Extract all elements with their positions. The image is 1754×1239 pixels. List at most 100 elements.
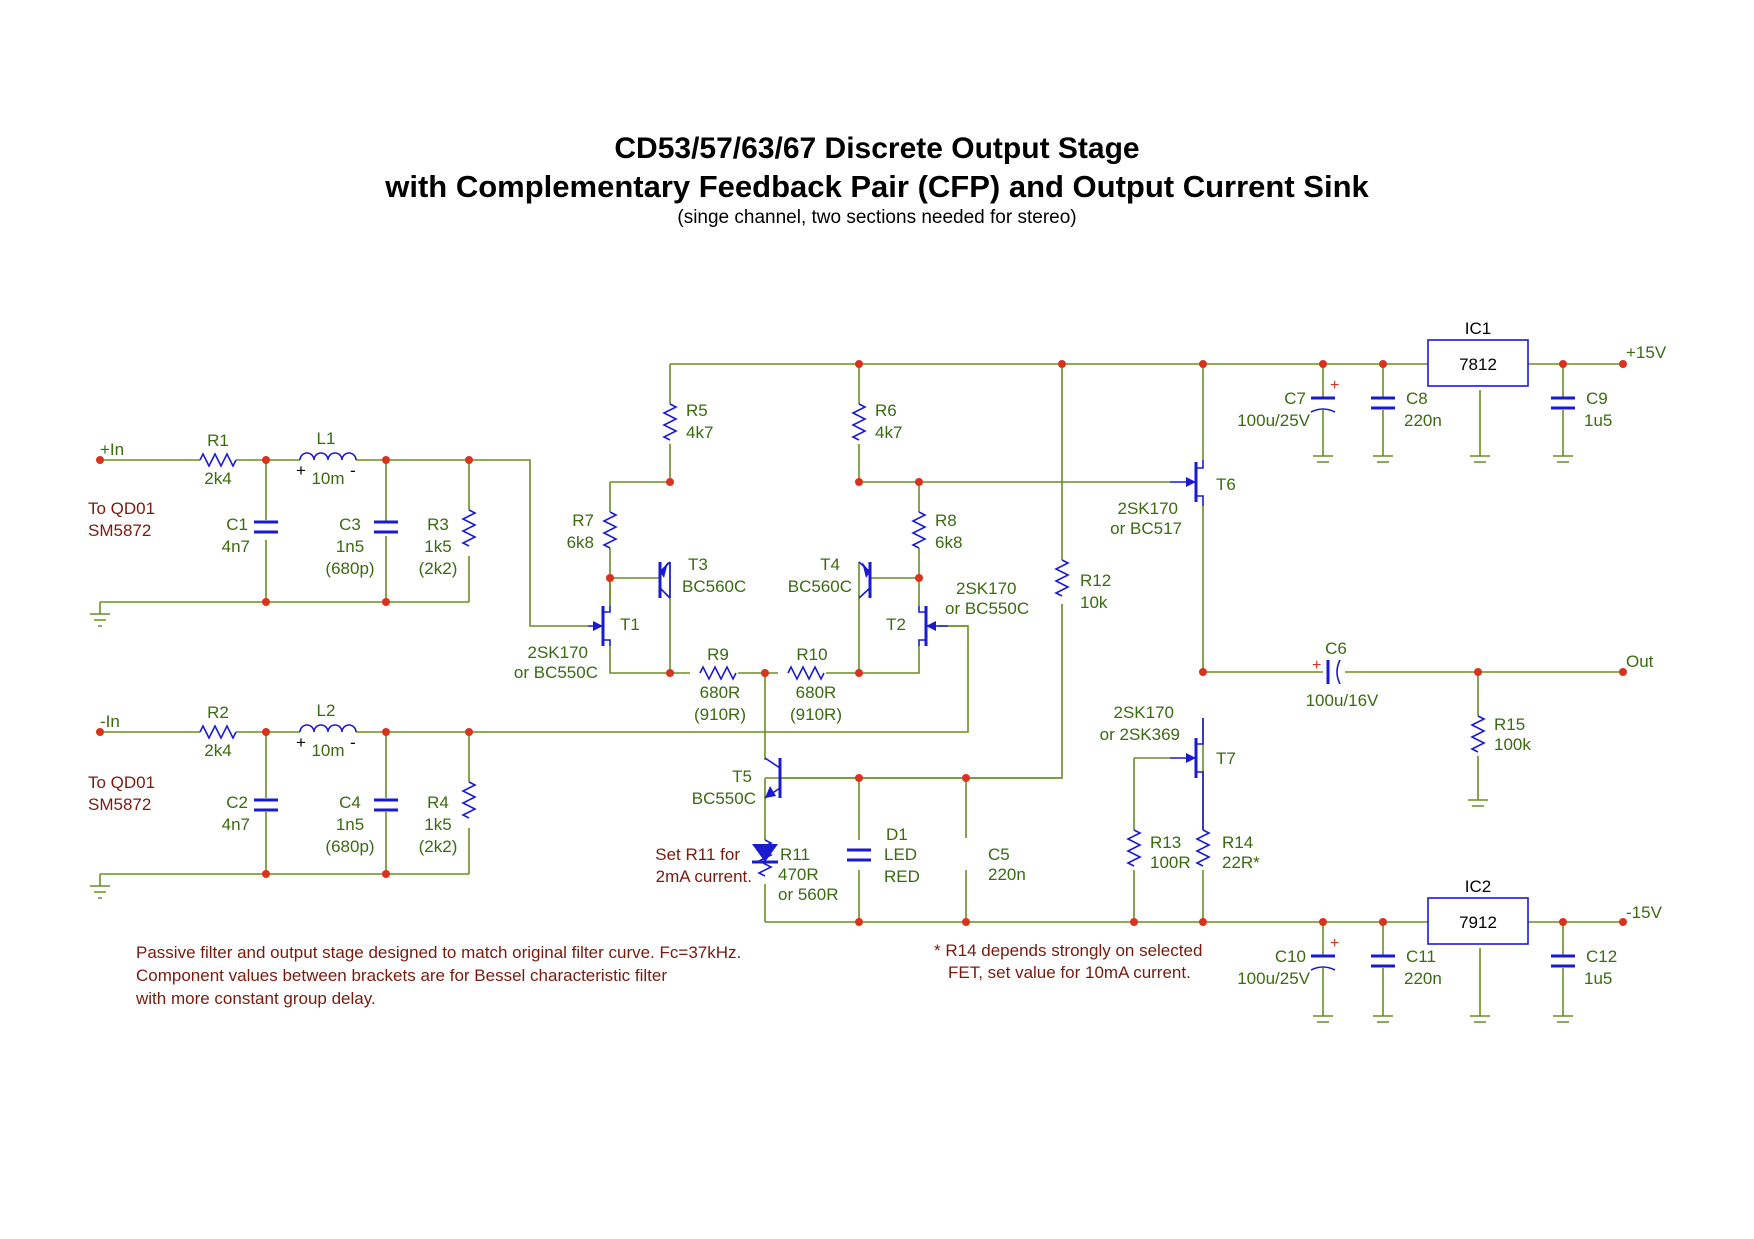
c3-alt: (680p) (325, 559, 374, 578)
r13-value: 100R (1150, 853, 1191, 872)
notes: Set R11 for 2mA current. Passive filter … (135, 845, 1202, 1008)
l2-name: L2 (317, 701, 336, 720)
r10-alt: (910R) (790, 705, 842, 724)
c6-value: 100u/16V (1306, 691, 1379, 710)
r10-symbol (787, 665, 825, 681)
l2-value: 10m (311, 741, 344, 760)
svg-text:+: + (296, 461, 306, 480)
r2-name: R2 (207, 703, 229, 722)
c3-name: C3 (339, 515, 361, 534)
t3-name: T3 (688, 555, 708, 574)
r13-name: R13 (1150, 833, 1181, 852)
r3-value: 1k5 (424, 537, 451, 556)
r11-name: R11 (780, 845, 810, 864)
r11-note-line1: Set R11 for (655, 845, 740, 864)
r5-value: 4k7 (686, 423, 713, 442)
c5-value: 220n (988, 865, 1026, 884)
c7-name: C7 (1284, 389, 1306, 408)
r13-symbol (1126, 829, 1142, 867)
r5-name: R5 (686, 401, 708, 420)
r7-name: R7 (572, 511, 594, 530)
t6-name: T6 (1216, 475, 1236, 494)
t5-type: BC550C (692, 789, 756, 808)
r12-name: R12 (1080, 571, 1111, 590)
wires (99, 363, 1623, 1016)
c4-name: C4 (339, 793, 361, 812)
source2-line1: To QD01 (88, 773, 155, 792)
t5-symbol (764, 757, 782, 799)
r14-value: 22R* (1222, 853, 1260, 872)
source1-line1: To QD01 (88, 499, 155, 518)
capacitors: + + + (254, 377, 1575, 971)
svg-text:+: + (1330, 935, 1339, 952)
r4-name: R4 (427, 793, 449, 812)
c10-value: 100u/25V (1237, 969, 1310, 988)
c11-name: C11 (1406, 947, 1436, 966)
net-label-pos-in: +In (100, 440, 124, 459)
r15-symbol (1470, 715, 1486, 753)
r10-value: 680R (796, 683, 837, 702)
c12-value: 1u5 (1584, 969, 1612, 988)
net-label-vneg: -15V (1626, 903, 1663, 922)
c12-name: C12 (1586, 947, 1617, 966)
l2-symbol (299, 724, 357, 733)
r14-name: R14 (1222, 833, 1253, 852)
t2-name: T2 (886, 615, 906, 634)
c3-value: 1n5 (336, 537, 364, 556)
c2-value: 4n7 (222, 815, 250, 834)
ic2-box (1427, 897, 1529, 945)
r2-symbol (199, 724, 237, 740)
component-labels: R1 2k4 R2 2k4 L1 10m L2 10m C1 4n7 C2 4n… (204, 319, 1617, 988)
l1-value: 10m (311, 469, 344, 488)
r6-symbol (851, 403, 867, 441)
r4-symbol (461, 781, 477, 819)
c8-name: C8 (1406, 389, 1428, 408)
ground-symbols (90, 455, 1573, 1023)
t6-type1: 2SK170 (1118, 499, 1179, 518)
c11-value: 220n (1404, 969, 1442, 988)
r14-note-line1: * R14 depends strongly on selected (934, 941, 1202, 960)
c4-symbol (374, 798, 398, 812)
c10-name: C10 (1275, 947, 1306, 966)
r4-value: 1k5 (424, 815, 451, 834)
filter-note-line2: Component values between brackets are fo… (136, 966, 667, 985)
r5-symbol (662, 403, 678, 441)
r12-symbol (1054, 559, 1070, 597)
r4-alt: (2k2) (419, 837, 458, 856)
r8-value: 6k8 (935, 533, 962, 552)
t3-type: BC560C (682, 577, 746, 596)
c8-value: 220n (1404, 411, 1442, 430)
svg-text:+: + (296, 733, 306, 752)
c5-name: C5 (988, 845, 1010, 864)
regulators (1427, 339, 1529, 945)
r6-value: 4k7 (875, 423, 902, 442)
r11-alt: or 560R (778, 885, 838, 904)
filter-note-line3: with more constant group delay. (135, 989, 376, 1008)
t1-type2: or BC550C (514, 663, 598, 682)
r11-note-line2: 2mA current. (656, 867, 752, 886)
c4-value: 1n5 (336, 815, 364, 834)
r12-value: 10k (1080, 593, 1108, 612)
r6-name: R6 (875, 401, 897, 420)
ic2-name: IC2 (1465, 877, 1491, 896)
ic1-box (1427, 339, 1529, 387)
d1-value1: LED (884, 845, 917, 864)
r7-symbol (602, 511, 618, 549)
r8-symbol (911, 511, 927, 549)
c1-symbol (254, 520, 278, 534)
r7-value: 6k8 (567, 533, 594, 552)
t7-type2: or 2SK369 (1100, 725, 1180, 744)
t2-type1: 2SK170 (956, 579, 1017, 598)
c9-value: 1u5 (1584, 411, 1612, 430)
r9-name: R9 (707, 645, 729, 664)
c8-symbol (1371, 396, 1395, 410)
net-label-out: Out (1626, 652, 1654, 671)
title-line3: (singe channel, two sections needed for … (677, 207, 1076, 228)
r9-value: 680R (700, 683, 741, 702)
t7-name: T7 (1216, 749, 1236, 768)
ic1-name: IC1 (1465, 319, 1491, 338)
t1-type1: 2SK170 (528, 643, 589, 662)
c1-name: C1 (226, 515, 248, 534)
t6-symbol (1170, 460, 1204, 506)
